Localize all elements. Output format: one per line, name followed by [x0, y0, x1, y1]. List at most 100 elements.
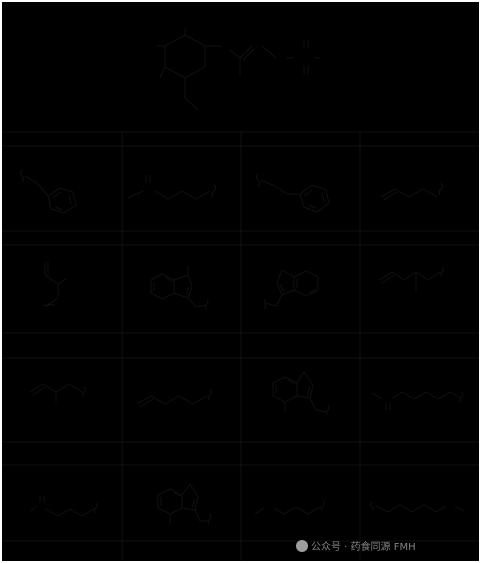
structure-hydroxybutenyl-88	[42, 262, 67, 307]
caption-num: 97.	[132, 546, 142, 555]
caption-num: 87.	[368, 234, 378, 243]
atom-oh: OH	[278, 414, 293, 425]
structure-butenyl	[380, 182, 443, 201]
caption-num: 88.	[33, 340, 43, 349]
structure-methylthiobutyl-99	[370, 501, 465, 513]
structure-pentenyl-93	[136, 389, 212, 408]
caption-num: 85.	[134, 234, 144, 243]
caption-name: Glucoerucin	[397, 451, 439, 460]
caption-num: 92.	[31, 451, 41, 460]
atom-nh: H	[275, 260, 282, 271]
caption-name: Epiprogoitrin	[30, 234, 76, 243]
caption-num: 93.	[130, 444, 140, 453]
caption-num: 84.	[14, 234, 24, 243]
caption-num: 82.	[256, 135, 266, 144]
row2-captions: 88. Progoitrin 89. Glucobrassicanapin 90…	[33, 335, 446, 355]
core-o2: O	[277, 53, 286, 65]
watermark-text: 公众号 · 药食同源 FMH	[311, 540, 416, 553]
core-ring-o: O	[206, 66, 215, 78]
atom-oh: OH	[409, 294, 424, 305]
atom-o: O	[144, 166, 152, 177]
structure-hydroxyindole-94	[272, 371, 330, 416]
atom-oh: OH	[52, 405, 67, 416]
structure-hydroxybutenyl-92	[29, 383, 86, 402]
caption-num: 99.	[371, 546, 381, 555]
caption-name-cont: in	[298, 346, 305, 355]
atom-nh: H	[188, 473, 195, 484]
caption-name: Glucoiberin	[47, 451, 88, 460]
caption-num: 89.	[135, 340, 145, 349]
atom-n: N	[311, 361, 318, 372]
caption-num: 81.	[139, 135, 149, 144]
core-s2: S	[295, 53, 303, 65]
core-ho-left: HO	[138, 41, 155, 53]
structure-methoxyindole-89	[150, 266, 209, 310]
watermark: 公众号 · 药食同源 FMH	[296, 540, 416, 553]
caption-name: 4-Hydroxyglucobrassic	[263, 335, 342, 344]
caption-name: Glucoraphanin	[44, 135, 95, 144]
structure-indole-90	[263, 269, 319, 310]
structure-methylsulfinylpropyl-96	[29, 496, 98, 517]
core-oh-top: OH	[179, 18, 196, 30]
caption-name: Glucoalyssin	[401, 340, 446, 349]
caption-num: 80.	[28, 135, 38, 144]
caption-num: 96.	[16, 546, 26, 555]
structure-benzyl	[20, 169, 77, 214]
atom-nh: H	[303, 361, 310, 372]
atom-o: O	[38, 488, 46, 499]
core-oh-bottom: OH	[196, 112, 213, 124]
caption-name: Glucoberteroin	[148, 546, 200, 555]
atom-ome: OMe	[192, 254, 214, 265]
core-s1: S	[223, 41, 231, 53]
atom-s: S	[383, 395, 390, 406]
caption-num: 98.	[266, 546, 276, 555]
caption-name: Gluconapoleiferin	[384, 234, 446, 243]
caption-name: Glucobrassicin	[275, 234, 326, 243]
caption-name: Gluconapin	[399, 135, 439, 144]
row1-captions: 84. Epiprogoitrin 85. Neoglucobrassicin …	[14, 234, 446, 243]
row4-captions: 96. Dihydrogluconapin 97. Glucoberteroin…	[16, 546, 443, 555]
core-o-down: O	[301, 75, 310, 87]
structure-hydroxypentenyl-91	[378, 266, 444, 292]
atom-ome: OMe	[161, 526, 183, 537]
core-ho-low: HO	[141, 79, 158, 91]
structure-methylsulfinylbutyl	[127, 175, 216, 200]
caption-num: 91.	[385, 340, 395, 349]
caption-name-cont: cin	[176, 455, 187, 464]
atom-s: S	[37, 505, 44, 516]
structure-phenethyl	[256, 173, 330, 213]
structure-methylthiopropyl-98	[254, 500, 325, 515]
wechat-icon	[296, 540, 308, 552]
atom-s: S	[144, 187, 151, 198]
caption-name: Glucobrassicanapin	[151, 340, 218, 349]
caption-name: Glucoiberverin	[277, 451, 329, 460]
atom-n: N	[184, 260, 191, 271]
caption-name: Glucocochlearin	[387, 546, 443, 555]
atom-s: S	[265, 504, 272, 515]
caption-num: 95.	[381, 451, 391, 460]
caption-name: Progoitrin	[49, 340, 84, 349]
caption-name: Glucotropaeolin	[155, 135, 210, 144]
atom-o: O	[384, 411, 392, 422]
caption-num: 83.	[383, 135, 393, 144]
structure-methylsulfinylpentyl-95	[371, 391, 464, 410]
atom-n: N	[196, 473, 203, 484]
caption-name: 4-Methoxyglucobrassi	[146, 444, 222, 453]
atom-s: S	[447, 502, 454, 513]
core-oh-end: OH	[321, 53, 338, 65]
caption-name: Gluconasturtiin	[272, 135, 325, 144]
row3-captions: 92. Glucoiberin 93. 4-Methoxyglucobrassi…	[31, 444, 439, 464]
core-r: R	[236, 79, 244, 91]
caption-num: 94.	[261, 451, 271, 460]
caption-name: Dihydrogluconapin	[32, 546, 98, 555]
structure-methoxyindole-97	[157, 483, 212, 525]
core-o-up: O	[301, 29, 310, 41]
caption-name: Sinigrin	[282, 546, 310, 555]
caption-num: 90.	[247, 335, 257, 344]
core-n: N	[253, 41, 261, 53]
header-captions: 80. Glucoraphanin 81. Glucotropaeolin 82…	[28, 135, 439, 144]
caption-name: Neoglucobrassicin	[150, 234, 213, 243]
caption-num: 86.	[259, 234, 269, 243]
